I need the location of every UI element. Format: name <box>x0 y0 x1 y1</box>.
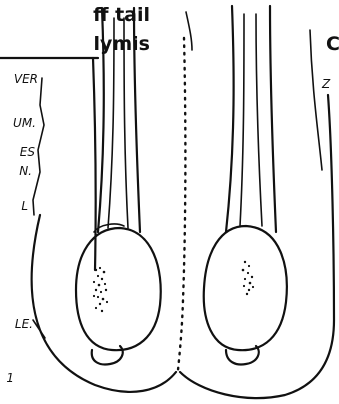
right-cord-outer-right <box>270 6 276 232</box>
septum-top-stroke <box>186 12 192 50</box>
left-testis <box>76 228 161 350</box>
right-label-1: C <box>326 33 339 55</box>
scrotum-right-outline <box>180 95 334 398</box>
right-cord-inner-1 <box>240 14 244 226</box>
right-cord-outer-left <box>226 6 234 232</box>
left-label-column: VER UM. ES N. L LE. 1 <box>6 72 45 385</box>
right-testis <box>204 226 287 350</box>
left-testis-stipple <box>93 267 108 312</box>
right-cord-inner-2 <box>256 14 262 226</box>
label-2: UM. <box>13 116 36 130</box>
label-5: L <box>21 199 28 213</box>
median-septum <box>178 38 185 370</box>
label-3: ES <box>20 145 36 159</box>
label-7: 1 <box>6 371 14 385</box>
right-testis-stipple <box>242 261 254 295</box>
right-inner-wall <box>310 30 322 170</box>
label-4: N. <box>19 164 32 178</box>
right-label-2: Z <box>321 77 331 91</box>
label-6: LE. <box>15 317 33 331</box>
label-1: VER <box>14 72 38 86</box>
